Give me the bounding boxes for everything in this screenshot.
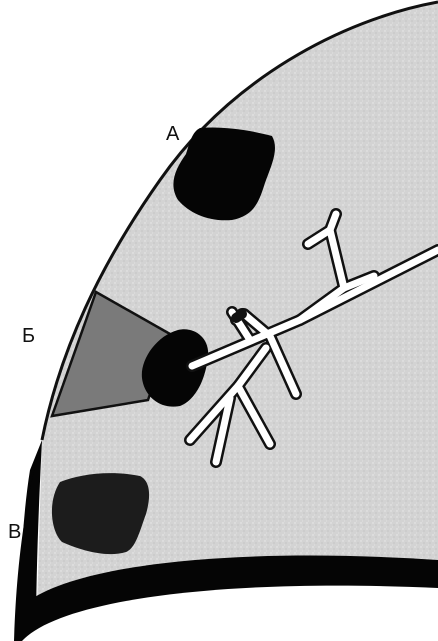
label-a: А — [166, 124, 179, 144]
label-v: В — [8, 522, 21, 542]
label-b: Б — [22, 326, 35, 346]
lesion-v-blob — [52, 473, 149, 554]
